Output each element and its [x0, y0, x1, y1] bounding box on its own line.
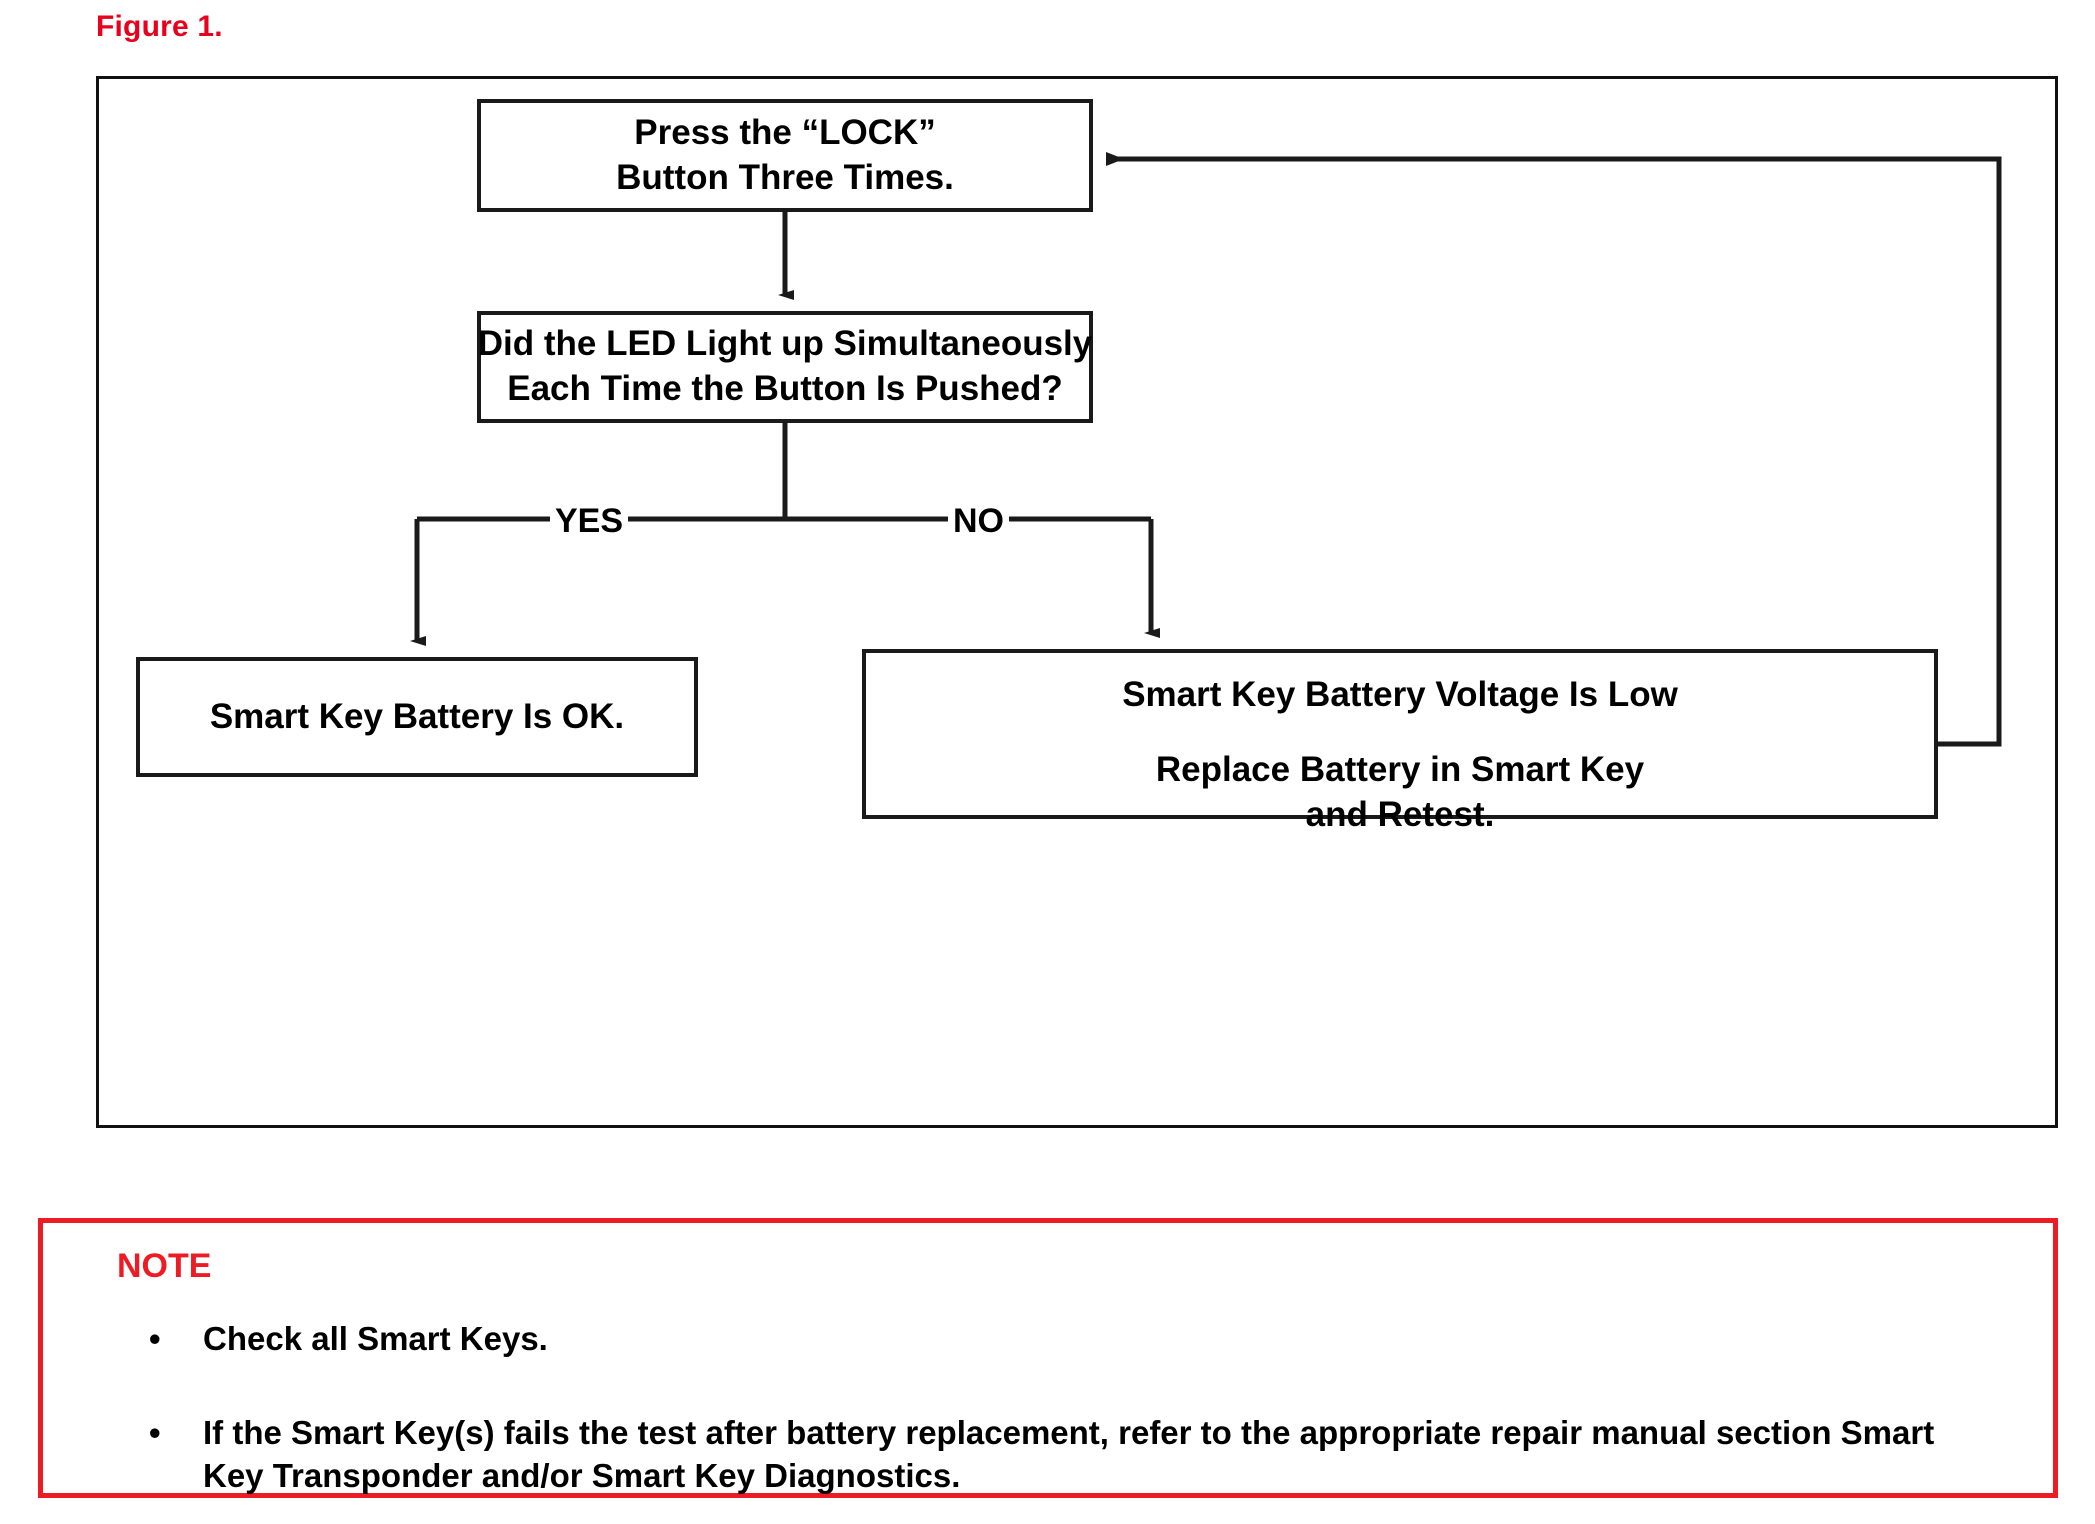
flow-node-battery-ok: Smart Key Battery Is OK.	[136, 657, 698, 777]
note-list-item: • Check all Smart Keys.	[149, 1317, 1993, 1361]
branch-label-no: NO	[948, 504, 1009, 538]
flow-node-press-lock-line2: Button Three Times.	[616, 157, 954, 197]
flow-node-led-question-line1: Did the LED Light up Simultaneously	[477, 324, 1093, 364]
flowchart-connectors	[410, 152, 2002, 747]
flowchart-frame: Press the “LOCK” Button Three Times. Did…	[96, 76, 2058, 1128]
flow-node-battery-low-line1: Smart Key Battery Voltage Is Low	[1122, 675, 1678, 714]
bullet-icon: •	[149, 1413, 161, 1451]
flow-node-led-question-line2: Each Time the Button Is Pushed?	[507, 369, 1063, 408]
flow-node-battery-ok-line1: Smart Key Battery Is OK.	[209, 696, 625, 736]
figure-caption: Figure 1.	[96, 10, 223, 43]
note-list-item: • If the Smart Key(s) fails the test aft…	[149, 1411, 1993, 1498]
note-item-text: Check all Smart Keys.	[203, 1320, 548, 1357]
note-item-text: If the Smart Key(s) fails the test after…	[203, 1413, 1935, 1495]
note-title: NOTE	[117, 1247, 212, 1285]
branch-label-yes: YES	[550, 504, 629, 538]
edge-retest-feedback	[1106, 152, 2002, 747]
flow-node-press-lock-line1: Press the “LOCK”	[634, 112, 936, 152]
bullet-icon: •	[149, 1320, 161, 1357]
flow-node-press-lock: Press the “LOCK” Button Three Times.	[477, 99, 1093, 212]
flow-node-led-question: Did the LED Light up Simultaneously Each…	[477, 311, 1093, 423]
note-panel: NOTE • Check all Smart Keys. • If the Sm…	[38, 1218, 2058, 1498]
flow-node-battery-low-line2: Replace Battery in Smart Key	[1155, 749, 1645, 789]
note-list: • Check all Smart Keys. • If the Smart K…	[43, 1317, 2053, 1498]
flow-node-battery-low: Smart Key Battery Voltage Is Low Replace…	[862, 649, 1938, 834]
flow-node-battery-low-line3: and Retest.	[1305, 794, 1495, 834]
